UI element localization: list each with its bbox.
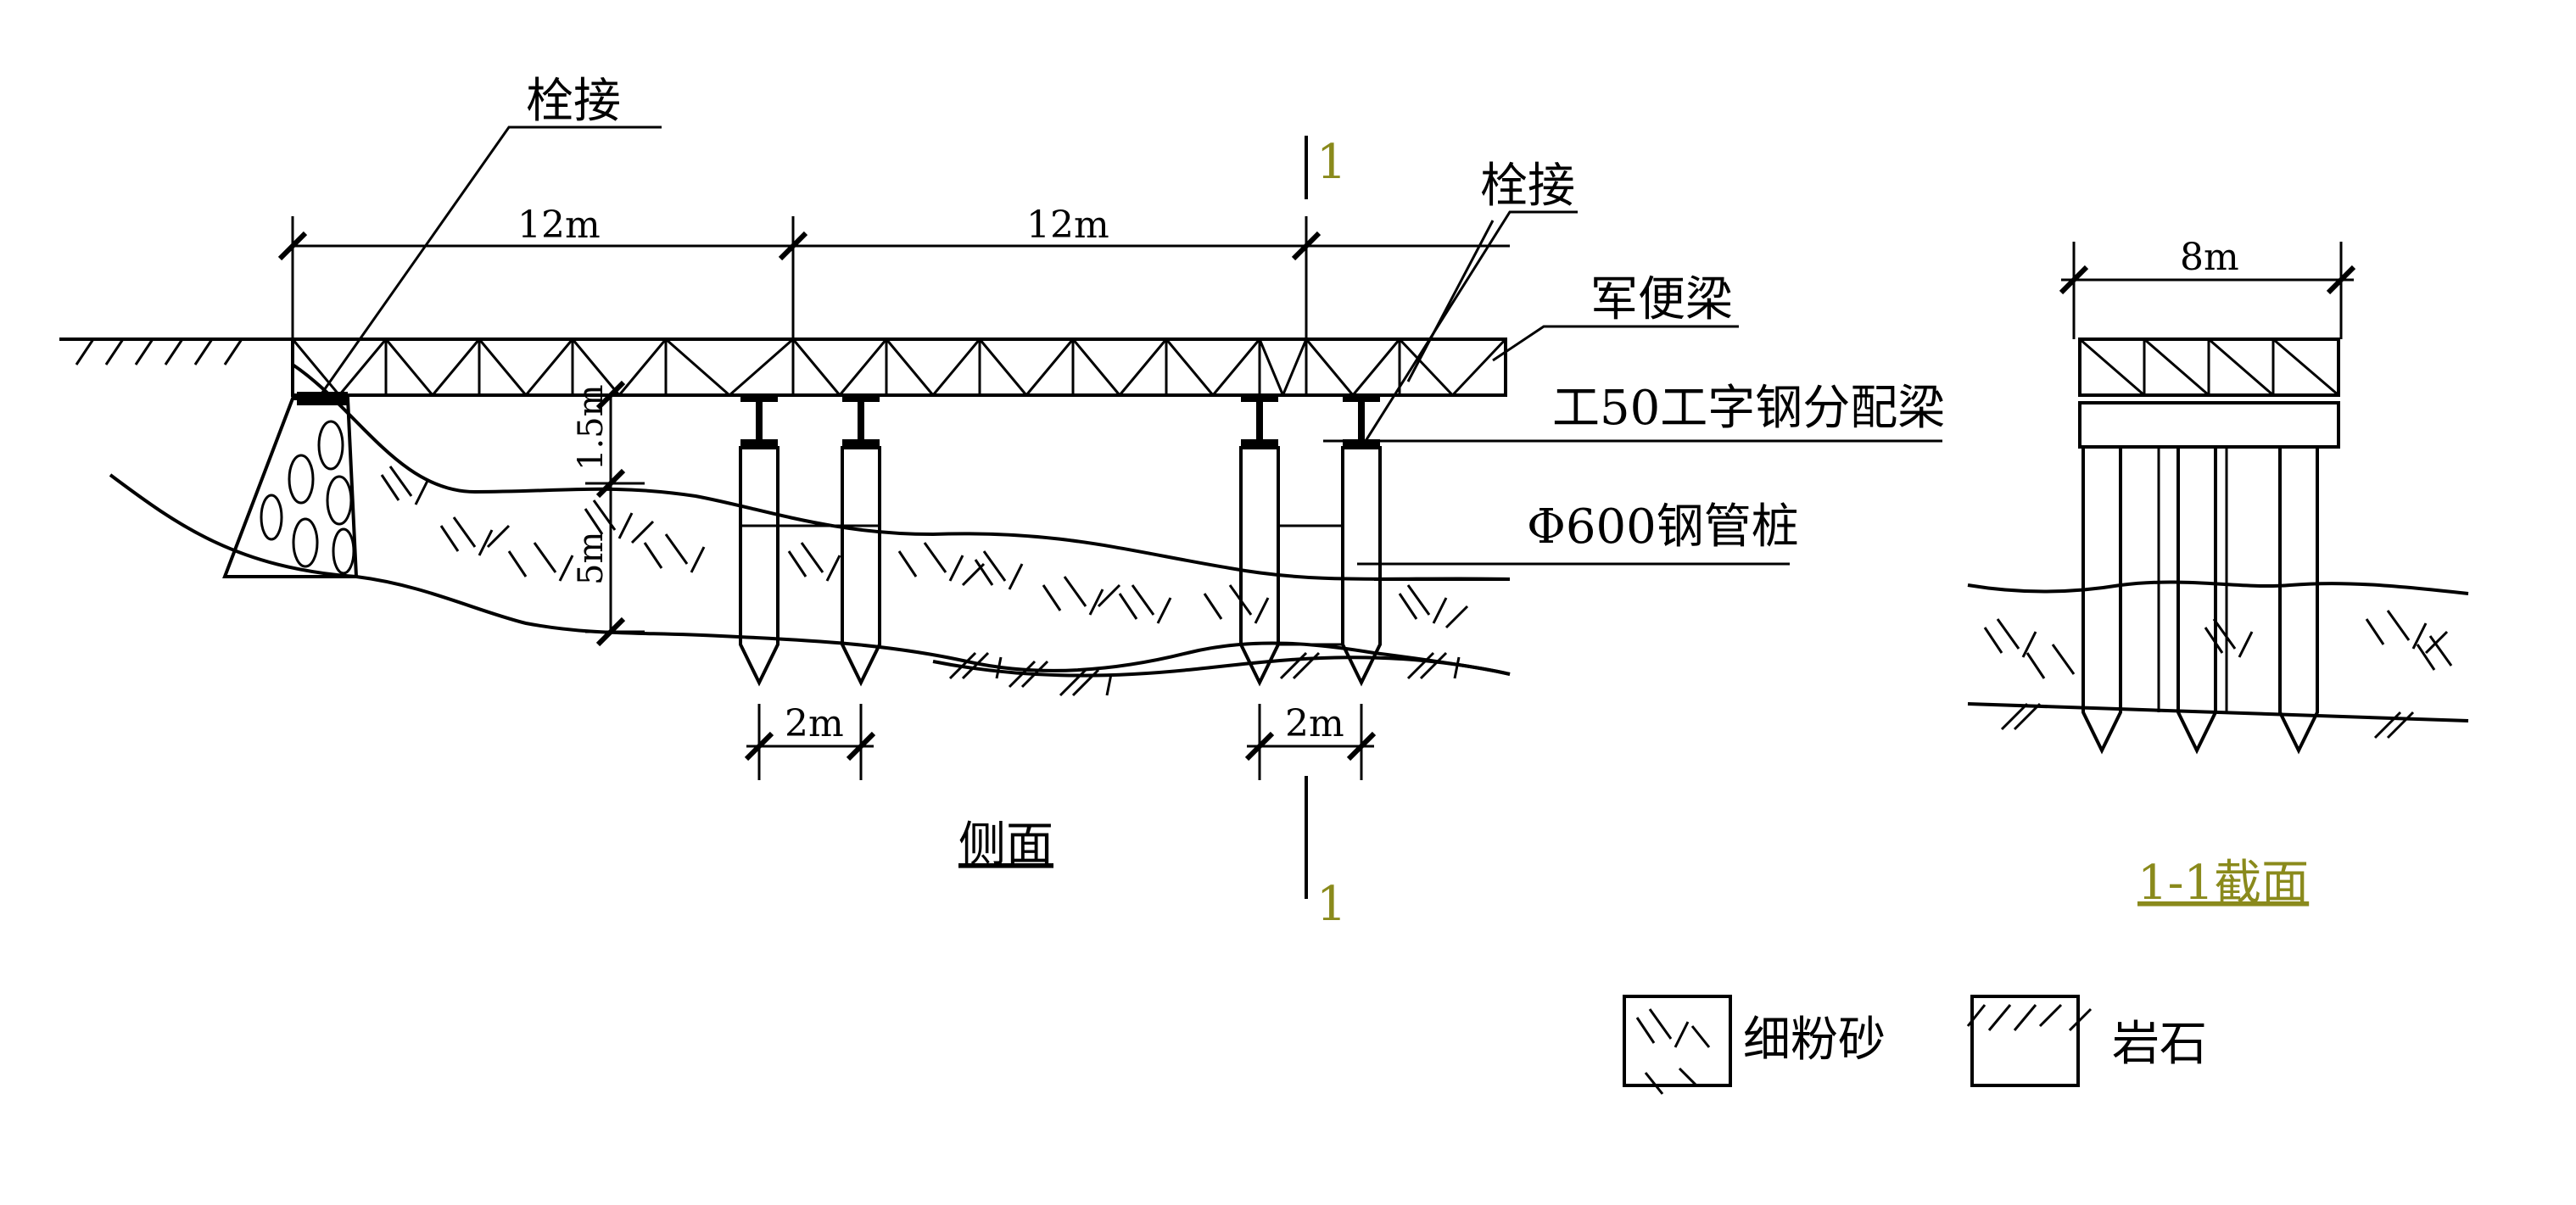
- span-dimension: 12m 12m: [277, 204, 1510, 339]
- i-beam: [1343, 395, 1380, 448]
- legend-rock-label: 岩石: [2112, 1017, 2207, 1072]
- pile-spacing-dimension: 2m 2m: [744, 702, 1377, 780]
- steel-pipe-pile: [1239, 446, 1280, 687]
- abutment: [222, 392, 359, 578]
- distribution-beam-label: 工50工字钢分配梁: [1552, 381, 1945, 436]
- steel-pipe-piles: [739, 446, 1382, 687]
- span-label-2: 12m: [1026, 204, 1109, 247]
- section-width-label: 8m: [2180, 236, 2239, 279]
- pile-spacing-left-label: 2m: [785, 702, 844, 745]
- pile-label: Φ600钢管桩: [1527, 499, 1799, 555]
- side-view-title: 侧面: [958, 817, 1053, 873]
- span-label-1: 12m: [517, 204, 601, 247]
- section-mark-top: 1: [1316, 135, 1347, 190]
- side-view: 12m 12m 1.5m 5m 2m: [59, 74, 1945, 932]
- legend-sand-label: 细粉砂: [1743, 1013, 1886, 1068]
- depth-dimension: 1.5m 5m: [572, 380, 645, 647]
- i-beam: [740, 395, 778, 448]
- dim-lower-label: 5m: [572, 532, 611, 585]
- section-pile: [2081, 445, 2122, 755]
- i-beam: [1241, 395, 1278, 448]
- leader-lines: 栓接 栓接 军便梁 工50工字钢分配梁 Φ600钢管桩: [316, 74, 1945, 566]
- steel-pipe-pile: [841, 446, 881, 687]
- rock-layer: [932, 651, 1511, 697]
- section-mark-bottom: 1: [1316, 877, 1347, 932]
- section-view-title: 1-1截面: [2137, 856, 2309, 911]
- distribution-beams: [740, 393, 1391, 448]
- section-view: 8m 1-1截面: [1967, 236, 2469, 911]
- bolt-label-right: 栓接: [1480, 159, 1575, 214]
- bolt-label-left: 栓接: [526, 74, 621, 129]
- steel-pipe-pile: [739, 446, 780, 687]
- i-beam: [842, 395, 880, 448]
- truss-beam: [291, 338, 1507, 397]
- beam-label: 军便梁: [1590, 272, 1733, 327]
- dim-upper-label: 1.5m: [572, 384, 611, 471]
- section-pile: [2278, 445, 2319, 755]
- sand-hatch: [380, 466, 1469, 629]
- section-cut-mark: 1 1: [1305, 135, 1347, 932]
- legend: 细粉砂 岩石: [1623, 995, 2207, 1095]
- pile-spacing-right-label: 2m: [1285, 702, 1344, 745]
- ground-surface: [59, 338, 293, 365]
- sand-layer: [109, 363, 1511, 676]
- section-pile: [2176, 445, 2217, 755]
